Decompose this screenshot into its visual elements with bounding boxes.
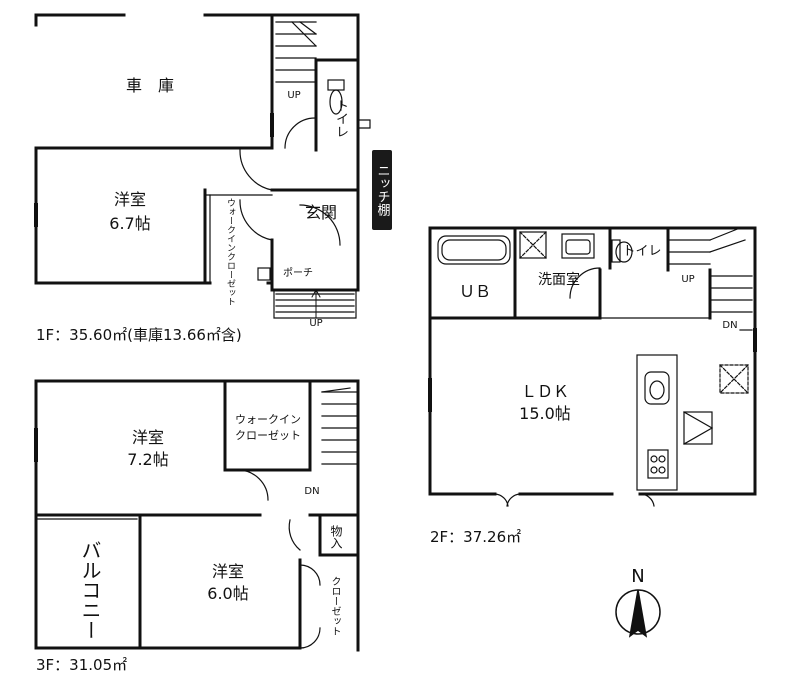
entrance-label: 玄関 xyxy=(304,203,337,222)
garage-label: 車 庫 xyxy=(125,76,174,95)
storage-label: 物入 xyxy=(329,525,343,549)
unit-bath-label: ＵＢ xyxy=(458,282,491,301)
f3-western-room-b-label: 洋室 xyxy=(211,562,244,581)
f2-stairs-dn-label: DN xyxy=(722,320,738,331)
f3-western-room-a-label: 洋室 xyxy=(131,428,164,447)
balcony-label: バルコニー xyxy=(78,540,102,640)
f1-porch-up-label: UP xyxy=(309,318,323,329)
f3-walk-in-closet-label: ウォークイン xyxy=(235,413,301,426)
f3-area-label: 3F：31.05㎡ xyxy=(36,656,128,674)
f1-western-room-label: 洋室 xyxy=(113,190,146,209)
f3-western-room-a-size: 7.2帖 xyxy=(127,450,169,469)
f3-closet-label: クローゼット xyxy=(329,576,340,636)
floor-1-thin xyxy=(204,21,371,319)
f2-area-label: 2F：37.26㎡ xyxy=(430,528,522,546)
floor-3-walls xyxy=(34,379,360,652)
f1-area-label: 1F：35.60㎡(車庫13.66㎡含) xyxy=(36,326,242,344)
f2-toilet-label: トイレ xyxy=(622,244,662,259)
f1-toilet-label: トイレ xyxy=(333,98,348,138)
floor-3-thin xyxy=(35,387,357,649)
floor-2-walls xyxy=(428,226,757,496)
floor-2-thin xyxy=(437,227,753,507)
f1-western-room-size: 6.7帖 xyxy=(109,214,151,233)
f1-walk-in-closet-label: ウォークインクローゼット xyxy=(225,198,235,306)
ldk-size: 15.0帖 xyxy=(519,404,571,423)
porch-label: ポーチ xyxy=(283,268,313,279)
f3-western-room-b-size: 6.0帖 xyxy=(207,584,249,603)
floor-1-walls xyxy=(34,13,360,292)
f3-walk-in-closet-label-2: クローゼット xyxy=(235,429,301,442)
f3-stairs-dn-label: DN xyxy=(304,486,320,497)
washroom-label: 洗面室 xyxy=(538,272,580,288)
compass-north-label: N xyxy=(631,566,645,587)
niche-shelf-label: ニッチ棚 xyxy=(372,150,392,230)
ldk-label: ＬＤＫ xyxy=(520,382,569,401)
f1-stairs-up-label: UP xyxy=(287,90,301,101)
compass xyxy=(615,589,661,638)
f2-stairs-up-label: UP xyxy=(681,274,695,285)
